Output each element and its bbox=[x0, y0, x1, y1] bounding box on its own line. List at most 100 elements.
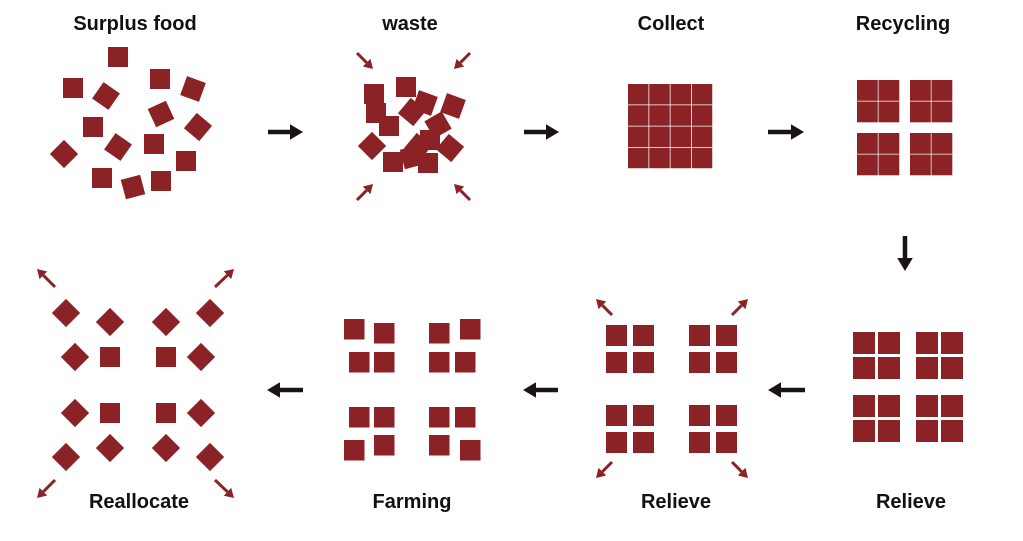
flow-arrow-icon-head bbox=[267, 382, 280, 398]
outward-arrow-icon-head bbox=[37, 269, 48, 280]
farming-block bbox=[429, 352, 450, 373]
collect-cell bbox=[691, 147, 713, 169]
collect-cell bbox=[628, 126, 649, 147]
relieve-cell bbox=[606, 325, 627, 346]
farming-block bbox=[374, 352, 395, 373]
collect-cell bbox=[649, 126, 670, 147]
reallocate-block bbox=[156, 403, 176, 423]
relieve-cell bbox=[633, 432, 654, 453]
reallocate-block bbox=[60, 342, 90, 372]
flow-arrow-icon-head bbox=[546, 124, 559, 140]
food-block bbox=[49, 139, 79, 169]
relieve-cell bbox=[853, 357, 875, 379]
relieve-cell bbox=[689, 405, 710, 426]
recycling-cell bbox=[910, 101, 931, 123]
farming-block bbox=[429, 323, 450, 344]
recycling-cell bbox=[910, 80, 931, 101]
recycling-cell bbox=[857, 154, 878, 176]
outward-arrow-icon bbox=[601, 304, 614, 317]
food-block bbox=[397, 97, 427, 127]
outward-arrow-icon-head bbox=[737, 467, 748, 478]
farming-block bbox=[374, 435, 395, 456]
flow-arrow-icon-head bbox=[290, 124, 303, 140]
reallocate-block bbox=[95, 307, 125, 337]
relieve-cell bbox=[853, 395, 875, 417]
recycling-cell bbox=[878, 101, 900, 123]
recycling-cell bbox=[878, 80, 900, 101]
label-reallocate: Reallocate bbox=[88, 491, 190, 513]
relieve-cell bbox=[878, 332, 900, 354]
collect-cell bbox=[628, 84, 649, 105]
outward-arrow-icon bbox=[601, 460, 614, 473]
inward-arrow-icon-head bbox=[362, 58, 373, 69]
inward-arrow-icon-head bbox=[454, 58, 465, 69]
collect-cell bbox=[649, 147, 670, 169]
farming-block bbox=[460, 319, 481, 340]
outward-arrow-icon bbox=[730, 460, 743, 473]
label-relieve-1: Relieve bbox=[875, 491, 947, 513]
relieve-cell bbox=[853, 420, 875, 442]
relieve-cell bbox=[716, 432, 737, 453]
food-block bbox=[83, 117, 103, 137]
collect-cell bbox=[628, 105, 649, 126]
food-block bbox=[120, 174, 146, 200]
relieve-cell bbox=[941, 395, 963, 417]
outward-arrow-icon bbox=[42, 478, 57, 493]
farming-block bbox=[429, 407, 450, 428]
outward-arrow-icon-head bbox=[37, 487, 48, 498]
collect-cell bbox=[649, 105, 670, 126]
collect-cell bbox=[670, 147, 691, 169]
inward-arrow-icon bbox=[459, 51, 472, 64]
food-block bbox=[144, 134, 164, 154]
label-waste: waste bbox=[382, 13, 438, 35]
food-block bbox=[104, 133, 132, 161]
farming-block bbox=[455, 352, 476, 373]
relieve-cell bbox=[941, 332, 963, 354]
food-block bbox=[151, 171, 171, 191]
food-block bbox=[440, 93, 466, 119]
food-block bbox=[147, 100, 175, 128]
food-block bbox=[418, 153, 438, 173]
food-block bbox=[379, 116, 399, 136]
label-farming: Farming bbox=[372, 491, 452, 513]
relieve-cell bbox=[878, 395, 900, 417]
food-block bbox=[176, 151, 196, 171]
inward-arrow-icon bbox=[355, 189, 368, 202]
collect-cell bbox=[691, 105, 713, 126]
farming-block bbox=[460, 440, 481, 461]
label-relieve-2: Relieve bbox=[640, 491, 712, 513]
recycling-cell bbox=[857, 80, 878, 101]
relieve-cell bbox=[633, 405, 654, 426]
reallocate-block bbox=[151, 307, 181, 337]
recycling-cell bbox=[931, 80, 953, 101]
relieve-cell bbox=[606, 405, 627, 426]
relieve-cell bbox=[689, 432, 710, 453]
flow-arrow-icon-head bbox=[791, 124, 804, 140]
relieve-cell bbox=[916, 332, 938, 354]
recycling-cell bbox=[878, 154, 900, 176]
collect-cell bbox=[628, 147, 649, 169]
outward-arrow-icon bbox=[42, 274, 57, 289]
reallocate-block bbox=[186, 342, 216, 372]
reallocate-block bbox=[195, 442, 225, 472]
food-block bbox=[183, 112, 213, 142]
farming-block bbox=[344, 319, 365, 340]
collect-cell bbox=[649, 84, 670, 105]
label-recycling: Recycling bbox=[855, 13, 951, 35]
recycling-cell bbox=[878, 133, 900, 154]
farming-block bbox=[349, 352, 370, 373]
flow-arrow-icon-head bbox=[768, 382, 781, 398]
farming-block bbox=[374, 407, 395, 428]
relieve-cell bbox=[916, 420, 938, 442]
outward-arrow-icon-head bbox=[596, 299, 607, 310]
relieve-cell bbox=[689, 325, 710, 346]
food-block bbox=[150, 69, 170, 89]
relieve-cell bbox=[689, 352, 710, 373]
relieve-cell bbox=[633, 325, 654, 346]
farming-block bbox=[349, 407, 370, 428]
outward-arrow-icon-head bbox=[223, 487, 234, 498]
relieve-cell bbox=[878, 357, 900, 379]
inward-arrow-icon-head bbox=[362, 184, 373, 195]
outward-arrow-icon bbox=[730, 304, 743, 317]
